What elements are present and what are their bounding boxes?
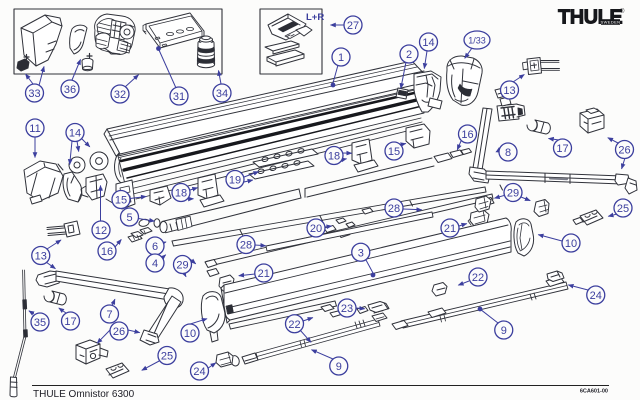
svg-text:13: 13 — [35, 251, 47, 263]
svg-text:9: 9 — [336, 361, 342, 373]
svg-text:16: 16 — [101, 246, 113, 258]
svg-text:8: 8 — [505, 147, 511, 159]
svg-text:29: 29 — [176, 260, 188, 272]
svg-text:23: 23 — [341, 303, 353, 315]
svg-text:14: 14 — [69, 128, 81, 140]
svg-text:26: 26 — [618, 145, 630, 157]
svg-text:26: 26 — [113, 326, 125, 338]
svg-text:36: 36 — [64, 84, 76, 96]
svg-text:17: 17 — [556, 143, 568, 155]
svg-text:18: 18 — [328, 151, 340, 163]
svg-text:20: 20 — [310, 223, 322, 235]
svg-text:24: 24 — [193, 366, 205, 378]
svg-text:25: 25 — [161, 351, 173, 363]
svg-text:1/33: 1/33 — [468, 36, 486, 46]
svg-text:31: 31 — [173, 91, 185, 103]
svg-text:18: 18 — [175, 188, 187, 200]
svg-text:12: 12 — [95, 225, 107, 237]
svg-text:SWEDEN: SWEDEN — [601, 20, 621, 25]
svg-text:9: 9 — [501, 325, 507, 337]
svg-text:5: 5 — [126, 212, 132, 224]
svg-text:13: 13 — [503, 85, 515, 97]
svg-text:21: 21 — [258, 268, 270, 280]
svg-text:®: ® — [620, 8, 625, 15]
svg-text:24: 24 — [590, 290, 602, 302]
svg-text:21: 21 — [444, 223, 456, 235]
svg-text:11: 11 — [29, 123, 40, 135]
svg-text:27: 27 — [347, 20, 359, 32]
svg-text:10: 10 — [184, 328, 196, 340]
svg-text:10: 10 — [565, 238, 577, 250]
svg-text:32: 32 — [114, 89, 126, 101]
svg-text:28: 28 — [240, 240, 252, 252]
svg-text:16: 16 — [461, 129, 473, 141]
svg-text:6: 6 — [152, 241, 158, 253]
svg-text:29: 29 — [507, 188, 519, 200]
svg-text:7: 7 — [106, 309, 112, 321]
svg-text:THULE Omnistor 6300: THULE Omnistor 6300 — [33, 389, 135, 400]
svg-text:15: 15 — [115, 195, 127, 207]
svg-text:22: 22 — [288, 319, 300, 331]
svg-text:15: 15 — [388, 146, 400, 158]
svg-text:L+R: L+R — [306, 12, 324, 23]
svg-text:2: 2 — [406, 49, 412, 61]
svg-text:4: 4 — [152, 258, 158, 270]
svg-text:22: 22 — [472, 272, 484, 284]
svg-text:6CA601-00: 6CA601-00 — [580, 389, 608, 395]
svg-text:25: 25 — [617, 203, 629, 215]
svg-text:14: 14 — [422, 37, 434, 49]
svg-text:19: 19 — [229, 175, 241, 187]
svg-text:17: 17 — [64, 316, 76, 328]
svg-text:1: 1 — [338, 52, 344, 64]
svg-text:3: 3 — [358, 247, 364, 259]
svg-text:35: 35 — [34, 317, 46, 329]
svg-text:33: 33 — [28, 88, 40, 100]
svg-text:34: 34 — [216, 88, 228, 100]
svg-text:THULE: THULE — [558, 7, 622, 29]
svg-text:28: 28 — [388, 203, 400, 215]
